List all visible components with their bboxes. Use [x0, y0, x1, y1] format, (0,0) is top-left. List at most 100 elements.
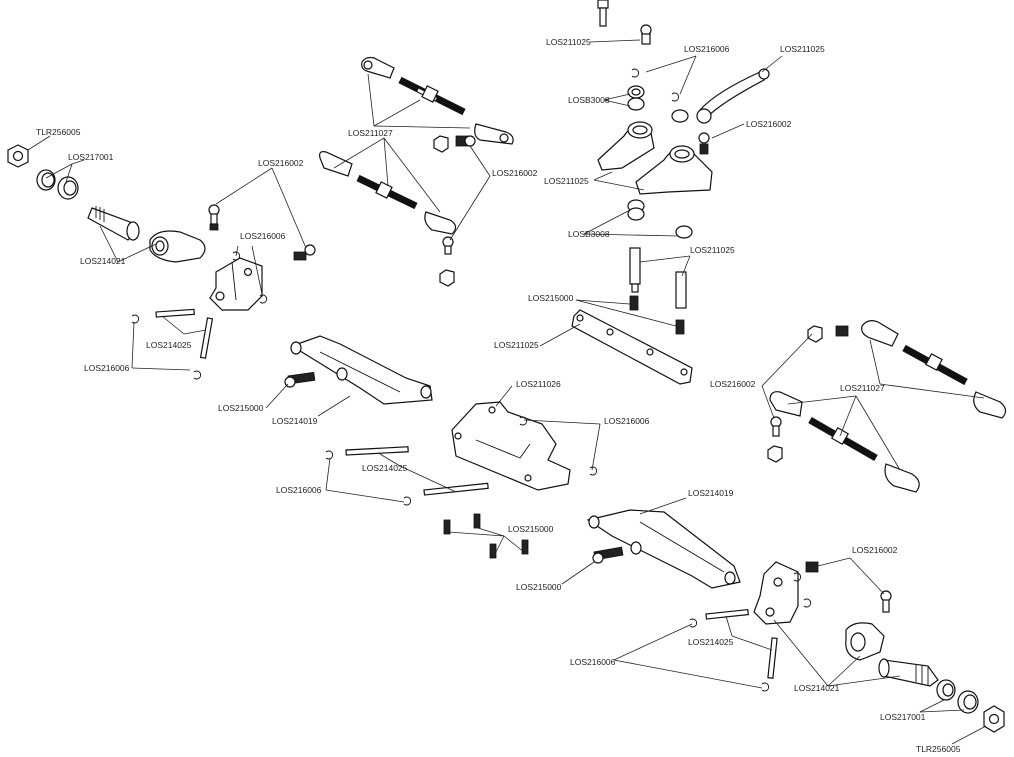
- left-hinge-pin-b: [199, 317, 214, 359]
- mid-ball-cup-a: [455, 135, 476, 147]
- mid-turnbuckle-b: [356, 174, 418, 210]
- right-ball-stud-a: [770, 416, 782, 437]
- left-arm-screw: [284, 371, 316, 388]
- mid-ball-stud-b: [442, 236, 454, 255]
- mid-nut-b: [439, 269, 455, 287]
- left-e-clip-b: [259, 294, 268, 304]
- top-turnbuckle-a: [398, 76, 466, 116]
- steering-screw-a: [629, 295, 639, 311]
- bulkhead-e-clip-b: [589, 466, 598, 476]
- steering-post-a: [629, 247, 641, 293]
- left-spindle: [149, 230, 206, 263]
- label-los211025-steer-top: LOS211025: [546, 37, 591, 47]
- right-bearing-inner: [936, 679, 956, 701]
- label-los211027-right: LOS211027: [840, 383, 885, 393]
- left-e-clip-d: [193, 370, 202, 380]
- label-los211025-drag-link: LOS211025: [780, 44, 825, 54]
- mid-rod-end-d: [424, 211, 457, 235]
- label-los216006-steer: LOS216006: [684, 44, 730, 54]
- label-los216002-right: LOS216002: [710, 379, 756, 389]
- label-los216002-top: LOS216002: [492, 168, 538, 178]
- front-bulkhead: [451, 401, 571, 491]
- label-los214025-left: LOS214025: [146, 340, 192, 350]
- label-los211026-bulkhead: LOS211026: [516, 379, 561, 389]
- right-hinge-pin-a: [705, 608, 749, 620]
- steering-bearing-c: [627, 199, 645, 221]
- right-ball-cup: [805, 561, 819, 573]
- top-rod-end-a: [361, 56, 395, 79]
- right-spindle-carrier: [753, 561, 799, 625]
- left-spindle-carrier: [209, 257, 263, 311]
- mid-e-clip-a: [325, 450, 334, 460]
- label-los216006-right: LOS216006: [570, 657, 616, 667]
- steering-e-clip-a: [631, 68, 640, 78]
- left-hub-nut: [7, 144, 29, 168]
- steering-bellcrank-a: [597, 121, 655, 171]
- mid-nut-a: [433, 135, 449, 153]
- steering-bearing-d: [675, 225, 693, 239]
- label-los214019-right-arm: LOS214019: [688, 488, 734, 498]
- steering-bearing-a: [627, 85, 645, 111]
- right-arm-screw: [592, 546, 624, 564]
- mid-rod-end-c: [319, 151, 353, 177]
- steering-screw-top: [597, 0, 609, 27]
- right-spindle: [845, 622, 885, 661]
- mid-hinge-pin-b: [423, 482, 489, 496]
- right-rod-end-b: [973, 391, 1007, 419]
- right-turnbuckle-b: [808, 416, 878, 462]
- label-los211027-top: LOS211027: [348, 128, 393, 138]
- label-los216006-left-lower: LOS216006: [84, 363, 130, 373]
- label-losb3008-lower: LOSB3008: [568, 229, 610, 239]
- right-rod-end-d: [884, 463, 920, 493]
- right-e-clip-d: [761, 682, 770, 692]
- label-los214025-mid: LOS214025: [362, 463, 408, 473]
- left-ball-stud: [208, 204, 220, 231]
- label-losb3008-upper: LOSB3008: [568, 95, 610, 105]
- label-tlr256005-right: TLR256005: [916, 744, 961, 754]
- label-los214021-right: LOS214021: [794, 683, 840, 693]
- right-e-clip-c: [689, 618, 698, 628]
- left-bearing-outer: [57, 176, 79, 200]
- steering-ball-stud: [698, 132, 710, 155]
- right-turnbuckle-a: [902, 344, 968, 386]
- steering-drag-link: [696, 68, 770, 124]
- left-e-clip-a: [232, 251, 241, 261]
- left-lower-arm: [290, 335, 433, 405]
- steering-e-clip-b: [671, 92, 680, 102]
- left-ball-cup: [293, 244, 316, 261]
- label-los214025-right: LOS214025: [688, 637, 734, 647]
- label-los216002-right-lower: LOS216002: [852, 545, 898, 555]
- mid-e-clip-b: [403, 496, 412, 506]
- label-los211025-rack: LOS211025: [494, 340, 539, 350]
- right-axle: [878, 658, 939, 687]
- label-los215000-left-arm: LOS215000: [218, 403, 264, 413]
- label-los216006-mid: LOS216006: [276, 485, 322, 495]
- steering-post-b: [675, 271, 687, 309]
- label-los215000-rack: LOS215000: [528, 293, 574, 303]
- label-los214019-left-arm: LOS214019: [272, 416, 318, 426]
- steering-bellcrank-b: [635, 145, 713, 195]
- right-rod-end-c: [769, 391, 803, 417]
- right-nut-a: [807, 325, 823, 343]
- right-ball-cup-a: [835, 325, 849, 337]
- bulkhead-screws: [443, 513, 529, 559]
- left-e-clip-c: [131, 314, 140, 324]
- mid-hinge-pin-a: [345, 446, 409, 456]
- label-tlr256005-left: TLR256005: [36, 127, 81, 137]
- right-bearing-outer: [957, 690, 979, 714]
- label-los216002-steer: LOS216002: [746, 119, 792, 129]
- label-los211025-posts: LOS211025: [690, 245, 735, 255]
- steering-rack: [571, 309, 693, 385]
- right-e-clip-a: [793, 572, 802, 582]
- left-bearing-inner: [36, 169, 56, 191]
- top-rod-end-b: [474, 123, 514, 145]
- steering-bearing-b: [671, 109, 689, 123]
- right-lower-arm: [586, 509, 741, 589]
- left-hinge-pin-a: [155, 308, 195, 318]
- label-los216006-bulkhead: LOS216006: [604, 416, 650, 426]
- steering-screw-b: [675, 319, 685, 335]
- label-los214021-left: LOS214021: [80, 256, 126, 266]
- leader-lines: [27, 39, 987, 745]
- label-los211025-bellcrank: LOS211025: [544, 176, 589, 186]
